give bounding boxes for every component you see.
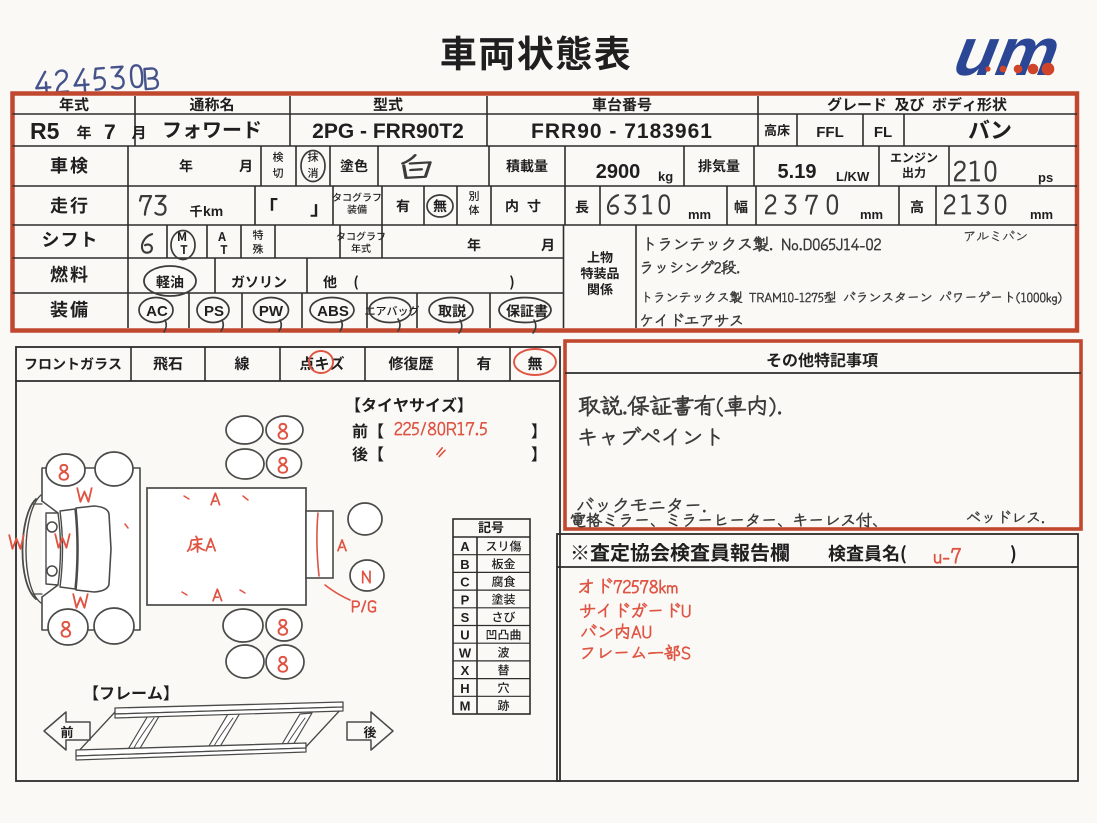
svg-text:km: km xyxy=(203,203,223,219)
svg-text:ps: ps xyxy=(1038,170,1053,185)
svg-text:um: um xyxy=(949,14,1066,90)
svg-text:H: H xyxy=(460,681,469,696)
svg-text:2900: 2900 xyxy=(596,161,641,183)
svg-text:L/KW: L/KW xyxy=(836,169,870,184)
svg-text:X: X xyxy=(461,663,470,678)
svg-text:mm: mm xyxy=(688,207,711,222)
svg-text:M: M xyxy=(460,699,471,714)
svg-text:C: C xyxy=(460,575,470,590)
svg-text:AC: AC xyxy=(146,303,168,320)
svg-text:U: U xyxy=(460,628,469,643)
svg-text:FRR90 - 7183961: FRR90 - 7183961 xyxy=(531,120,713,143)
svg-text:B: B xyxy=(460,557,469,572)
svg-text:2PG - FRR90T2: 2PG - FRR90T2 xyxy=(312,120,464,143)
svg-text:FFL: FFL xyxy=(816,124,844,141)
svg-text:P: P xyxy=(461,592,470,607)
svg-text:W: W xyxy=(459,645,472,660)
svg-text:S: S xyxy=(461,610,470,625)
svg-text:PS: PS xyxy=(204,303,224,320)
svg-text:7: 7 xyxy=(104,121,116,144)
svg-text:R5: R5 xyxy=(30,118,60,144)
svg-text:mm: mm xyxy=(1030,207,1053,222)
svg-text:A: A xyxy=(460,539,470,554)
svg-text:5.19: 5.19 xyxy=(778,161,817,183)
svg-text:mm: mm xyxy=(860,207,883,222)
svg-text:kg: kg xyxy=(658,169,673,184)
svg-text:ABS: ABS xyxy=(317,303,349,320)
svg-text:PW: PW xyxy=(259,303,284,320)
svg-text:FL: FL xyxy=(874,124,892,141)
